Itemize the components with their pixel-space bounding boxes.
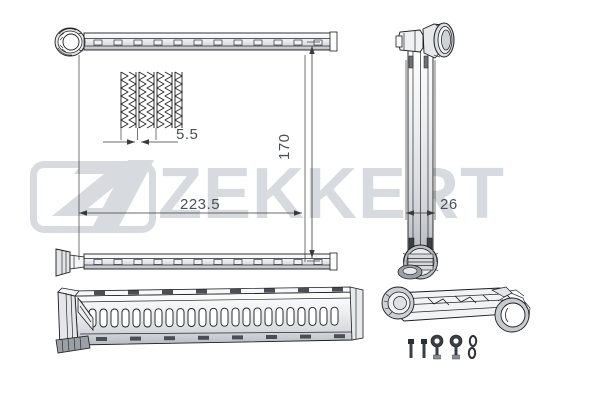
core-right-end-cap xyxy=(349,286,364,341)
watermark: ZEKKERT xyxy=(30,154,505,234)
isometric-core-view xyxy=(55,286,364,354)
side-view-top-connector xyxy=(395,22,455,69)
isometric-tank-view xyxy=(381,286,531,333)
dimension-fin-pitch: 5.5 xyxy=(103,126,198,145)
hardware-eye-bolt-2 xyxy=(449,334,463,360)
seal-ring xyxy=(397,264,423,280)
side-view xyxy=(395,22,455,280)
front-view xyxy=(54,27,338,277)
header-slots-bottom xyxy=(93,259,323,265)
hardware-screw-1 xyxy=(408,339,414,358)
front-view-top-header xyxy=(83,31,338,52)
dimension-label-fin-pitch: 5.5 xyxy=(176,126,198,143)
watermark-text: ZEKKERT xyxy=(158,154,505,234)
dimension-overall-height: 170 xyxy=(276,41,320,262)
core-left-end-cap xyxy=(55,287,94,354)
dimension-label-overall-height: 170 xyxy=(276,133,293,160)
hardware-kit xyxy=(408,334,478,360)
front-view-outlet-flange xyxy=(55,248,85,277)
hardware-screw-2 xyxy=(421,339,427,358)
hardware-eye-bolt-1 xyxy=(430,334,444,360)
core-tube-slots xyxy=(88,306,339,328)
dimension-core-depth: 26 xyxy=(405,60,458,220)
tank-right-boss xyxy=(494,289,531,333)
tank-left-boss xyxy=(381,286,415,320)
fin-detail-group xyxy=(120,71,183,129)
front-view-bottom-header xyxy=(83,252,338,271)
dimension-label-overall-width: 223.5 xyxy=(180,196,220,213)
dimension-label-core-depth: 26 xyxy=(440,196,458,213)
front-view-inlet-port xyxy=(54,27,86,57)
dimension-overall-width: 223.5 xyxy=(78,55,306,262)
hardware-oring-pair xyxy=(467,335,478,359)
header-slots-top xyxy=(93,39,323,46)
core-edge-tabs xyxy=(94,287,345,341)
